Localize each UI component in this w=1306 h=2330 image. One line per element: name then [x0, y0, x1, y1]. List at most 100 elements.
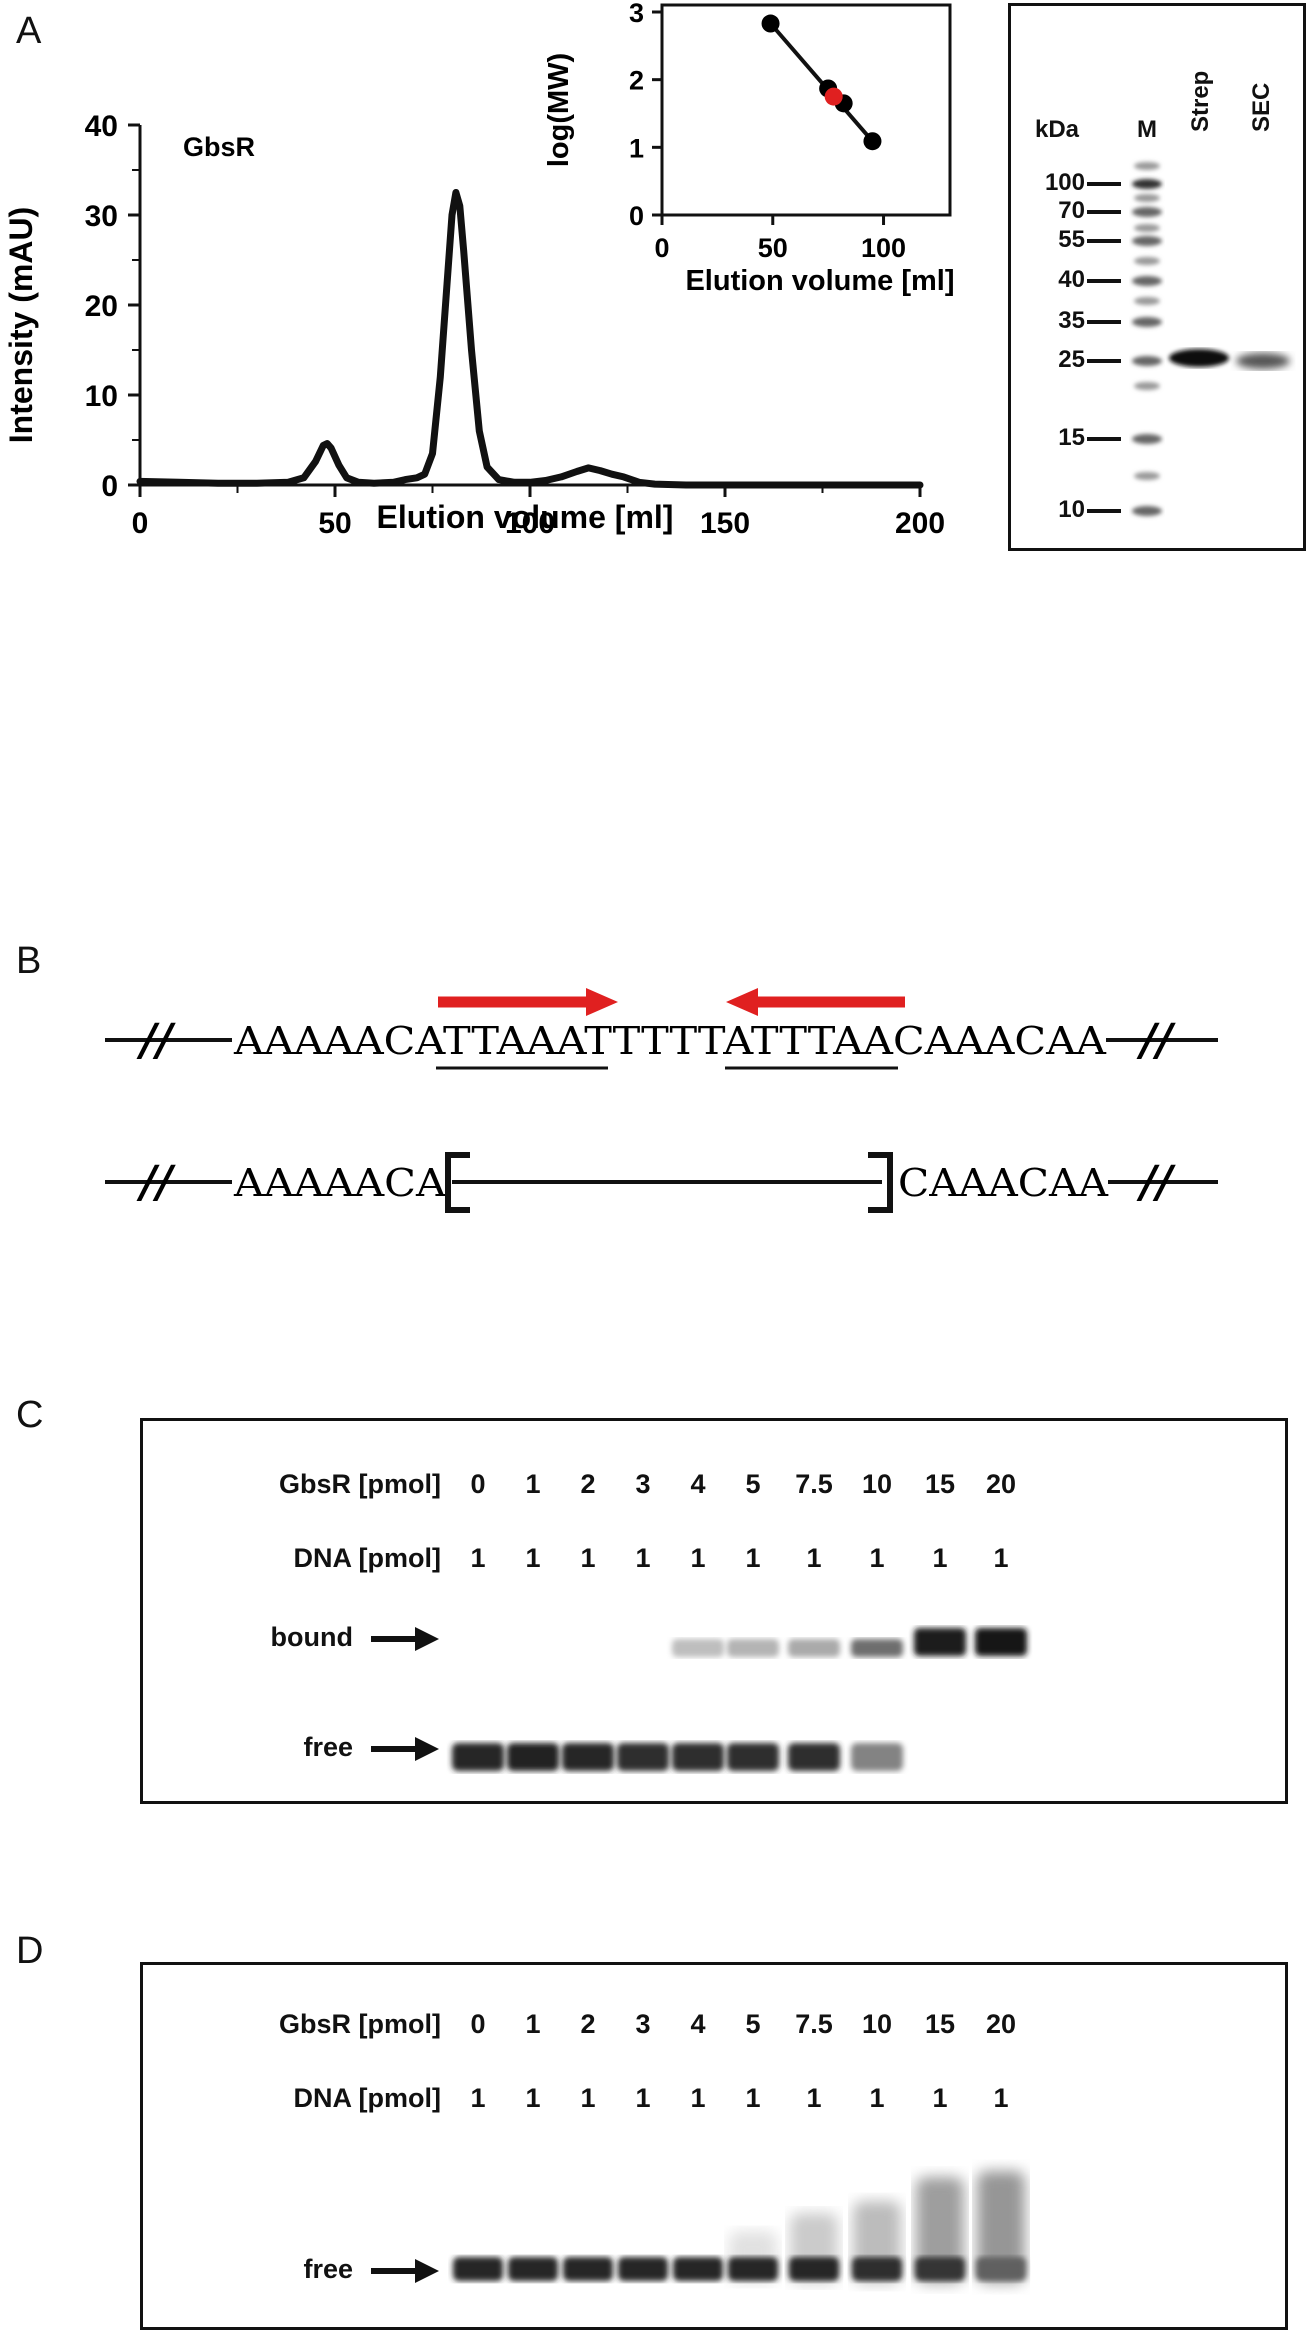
- emsa-c-dna-value: 1: [869, 1543, 885, 1573]
- inverted-repeat-arrows: [438, 988, 905, 1016]
- sds-sec-band: [1236, 353, 1290, 369]
- emsa-c-gbsr-value: 15: [924, 1469, 956, 1499]
- chromatogram-y-tick-label: 0: [101, 470, 118, 503]
- emsa-d-free-band: [453, 2257, 503, 2281]
- chromatogram-x-tick-label: 150: [700, 507, 750, 540]
- sds-strep-band: [1169, 349, 1229, 367]
- sds-gel-image: [1087, 162, 1290, 516]
- emsa-d-gbsr-value: 4: [690, 2009, 706, 2039]
- emsa-c-gel-image: [452, 1628, 1027, 1771]
- deletion-right-bracket: [868, 1152, 893, 1213]
- emsa-c-bound-band: [851, 1639, 903, 1657]
- sds-lane-label-m: M: [1137, 116, 1157, 143]
- calibration-y-tick-label: 1: [629, 133, 644, 163]
- emsa-d-gbsr-value: 3: [635, 2009, 651, 2039]
- calibration-y-tick-label: 0: [629, 201, 644, 231]
- bottom-strand-right-flank: CAAACAA: [898, 1161, 1109, 1205]
- emsa-c-gbsr-value: 2: [580, 1469, 596, 1499]
- chromatogram-y-axis-label: Intensity (mAU): [3, 207, 39, 443]
- sds-marker-label: 55: [1058, 226, 1085, 253]
- sds-marker-label: 25: [1058, 346, 1085, 373]
- calibration-x-axis-label: Elution volume [ml]: [685, 265, 954, 297]
- sds-marker-label: 10: [1058, 496, 1085, 523]
- emsa-d-gbsr-value: 20: [985, 2009, 1017, 2039]
- sds-marker-label: 15: [1058, 424, 1085, 451]
- emsa-d-free-band: [976, 2257, 1026, 2281]
- emsa-c-gbsr-value: 3: [635, 1469, 651, 1499]
- top-strand-right-break: //: [1136, 1015, 1176, 1066]
- sds-marker-band: [1132, 317, 1162, 327]
- emsa-d-dna-value: 1: [690, 2083, 706, 2113]
- emsa-d-smear: [916, 2177, 964, 2283]
- emsa-d-gbsr-value: 7.5: [795, 2009, 833, 2039]
- emsa-c-free-band: [788, 1743, 840, 1771]
- emsa-c-gbsr-value: 7.5: [795, 1469, 833, 1499]
- deletion-left-bracket: [445, 1152, 470, 1213]
- emsa-c-dna-value: 1: [806, 1543, 822, 1573]
- emsa-c-dna-value: 1: [470, 1543, 486, 1573]
- emsa-d-free-arrow: [371, 2259, 439, 2283]
- emsa-c-free-band: [617, 1743, 669, 1771]
- sds-marker-faint-band: [1134, 257, 1160, 265]
- bottom-strand-right-break: //: [1136, 1157, 1176, 1208]
- sds-marker-faint-band: [1134, 162, 1160, 170]
- calibration-point: [761, 14, 780, 33]
- emsa-c-free-band: [562, 1743, 614, 1771]
- emsa-d-free-band: [618, 2257, 668, 2281]
- calibration-x-tick-label: 0: [654, 233, 669, 263]
- emsa-d-dna-value: 1: [635, 2083, 651, 2113]
- sds-marker-label: 35: [1058, 307, 1085, 334]
- emsa-d-dna-row-label: DNA [pmol]: [293, 2083, 441, 2113]
- sds-marker-band: [1132, 236, 1162, 246]
- emsa-d-gbsr-value: 5: [745, 2009, 761, 2039]
- chromatogram-x-tick-label: 0: [132, 507, 149, 540]
- sds-marker-band: [1132, 434, 1162, 444]
- emsa-d-dna-value: 1: [745, 2083, 761, 2113]
- emsa-d-gbsr-value: 1: [525, 2009, 541, 2039]
- sds-marker-label: 100: [1044, 169, 1085, 196]
- calibration-x-tick-label: 50: [758, 233, 788, 263]
- bottom-strand-left-flank: AAAAACA: [233, 1161, 447, 1205]
- sds-marker-band: [1132, 356, 1162, 366]
- emsa-d-gel-image: [453, 2171, 1026, 2283]
- chromatogram-series-label: GbsR: [183, 132, 255, 162]
- emsa-c-dna-value: 1: [580, 1543, 596, 1573]
- calibration-points: [761, 14, 882, 151]
- emsa-c-bound-arrow: [371, 1627, 439, 1651]
- emsa-c-free-band: [452, 1743, 504, 1771]
- emsa-c-gbsr-value: 10: [861, 1469, 893, 1499]
- emsa-d-free-band: [563, 2257, 613, 2281]
- sds-marker-band: [1132, 276, 1162, 286]
- emsa-c-bound-label: bound: [270, 1622, 353, 1652]
- sds-marker-label: 40: [1058, 266, 1085, 293]
- emsa-c-gbsr-value: 1: [525, 1469, 541, 1499]
- calibration-point: [824, 87, 843, 106]
- emsa-d-gbsr-value: 10: [861, 2009, 893, 2039]
- sds-marker-band: [1132, 207, 1162, 217]
- sds-marker-ticks: [1087, 182, 1121, 513]
- panel-letter-d: D: [16, 1930, 44, 1972]
- emsa-d-dna-value: 1: [993, 2083, 1009, 2113]
- calibration-point: [863, 132, 882, 151]
- chromatogram-trace: [136, 189, 924, 489]
- emsa-c-free-band: [727, 1743, 779, 1771]
- emsa-d-gbsr-row-label: GbsR [pmol]: [279, 2009, 441, 2039]
- calibration-y-tick-label: 2: [629, 66, 644, 96]
- emsa-c-dna-value: 1: [993, 1543, 1009, 1573]
- sds-marker-faint-band: [1134, 297, 1160, 305]
- sds-marker-faint-band: [1134, 382, 1160, 390]
- sds-marker-label: 70: [1058, 197, 1085, 224]
- emsa-c-free-band: [672, 1743, 724, 1771]
- calibration-fit-line: [769, 22, 874, 143]
- emsa-d-dna-value: 1: [869, 2083, 885, 2113]
- chromatogram-y-tick-label: 30: [85, 200, 118, 233]
- emsa-c-free-arrow: [371, 1737, 439, 1761]
- chromatogram-y-tick-label: 20: [85, 290, 118, 323]
- emsa-c-free-label: free: [303, 1732, 353, 1762]
